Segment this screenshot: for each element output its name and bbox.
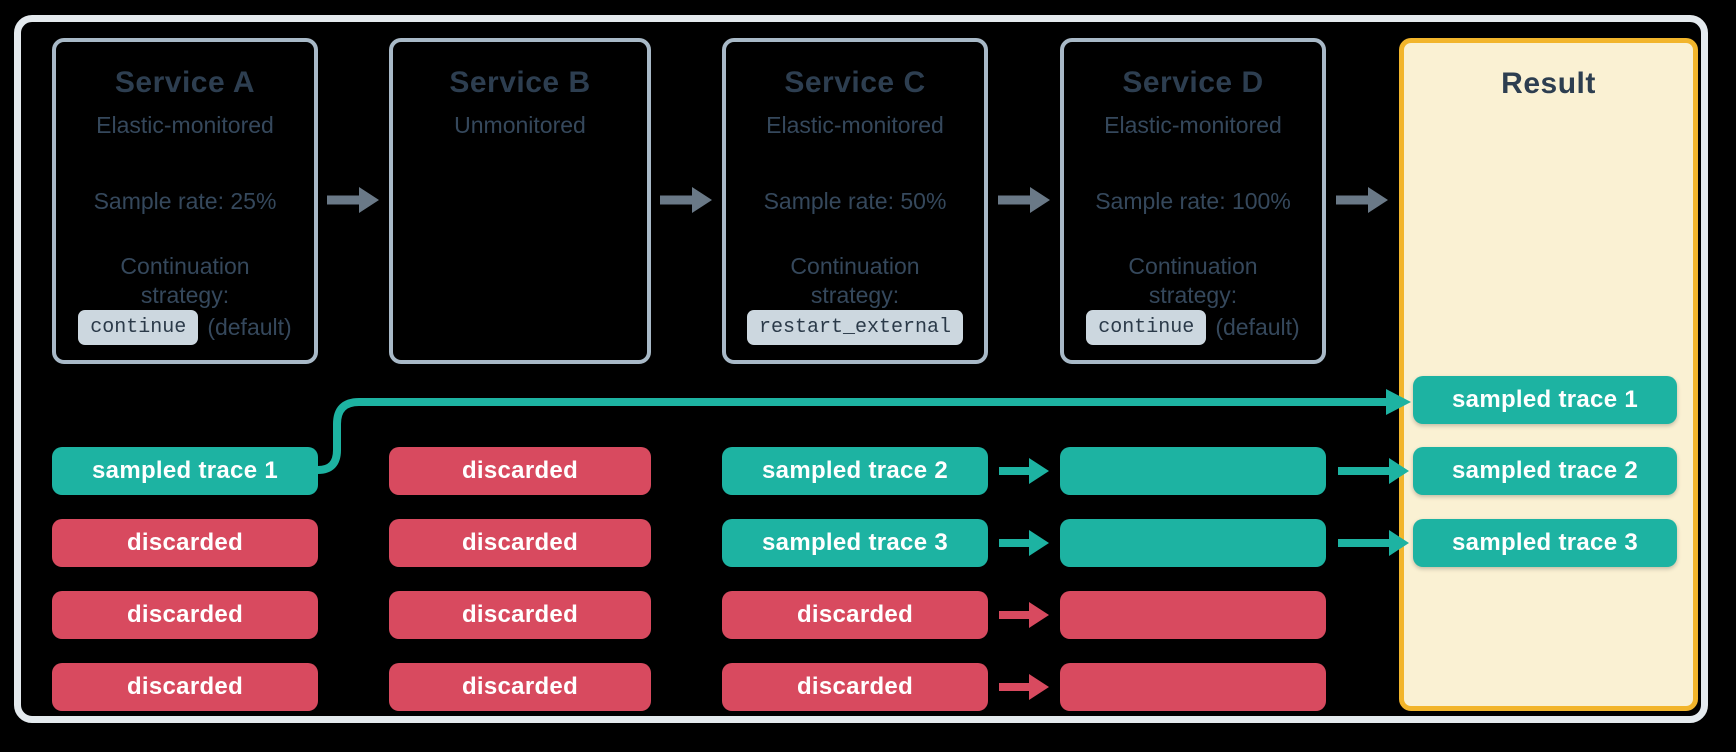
service-title: Service A (114, 66, 256, 99)
service-strategy-row: restart_external (726, 310, 984, 345)
service-strategy-row: continue (default) (56, 310, 314, 345)
service-monitoring: Elastic-monitored (766, 112, 944, 138)
diagram-border (14, 15, 1708, 723)
service-box-b: Service B Unmonitored (389, 38, 651, 364)
strategy-code-badge: continue (78, 310, 199, 345)
service-monitoring: Elastic-monitored (96, 112, 274, 138)
service-continuation-label: Continuation strategy: (120, 253, 250, 308)
service-title: Service B (449, 66, 591, 99)
service-sample-rate: Sample rate: 100% (1095, 188, 1291, 214)
service-title: Service D (1122, 66, 1264, 99)
service-sample-rate: Sample rate: 50% (763, 188, 947, 214)
service-strategy-row: continue (default) (1064, 310, 1322, 345)
flow-arrow-icon (660, 187, 712, 213)
flow-arrow-icon (1336, 187, 1388, 213)
result-panel: Result (1399, 38, 1698, 711)
result-title: Result (1501, 67, 1596, 100)
service-continuation-label: Continuation strategy: (790, 253, 920, 308)
service-continuation-label: Continuation strategy: (1128, 253, 1258, 308)
service-monitoring: Elastic-monitored (1104, 112, 1282, 138)
service-title: Service C (784, 66, 926, 99)
flow-arrow-icon (998, 187, 1050, 213)
strategy-code-badge: restart_external (746, 310, 964, 345)
service-sample-rate: Sample rate: 25% (93, 188, 277, 214)
strategy-code-badge: continue (1086, 310, 1207, 345)
service-box-a: Service A Elastic-monitored Sample rate:… (52, 38, 318, 364)
service-box-c: Service C Elastic-monitored Sample rate:… (722, 38, 988, 364)
strategy-default-note: (default) (207, 314, 292, 340)
service-monitoring: Unmonitored (454, 112, 586, 138)
service-box-d: Service D Elastic-monitored Sample rate:… (1060, 38, 1326, 364)
flow-arrow-icon (327, 187, 379, 213)
strategy-default-note: (default) (1215, 314, 1300, 340)
